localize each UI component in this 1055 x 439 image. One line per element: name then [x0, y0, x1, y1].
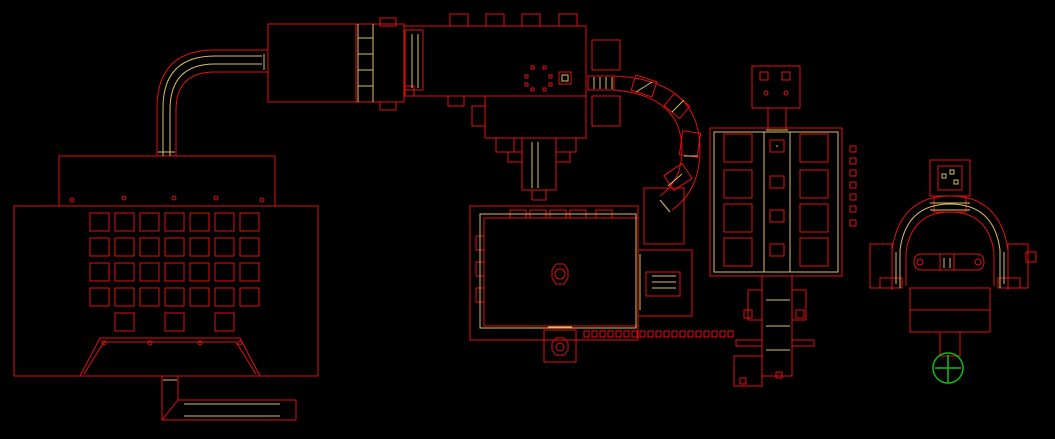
area-east-courtyard [709, 65, 857, 387]
area-entry-rooms [267, 13, 621, 201]
hall-doors [475, 209, 613, 303]
steps-curved-stairs [593, 77, 698, 213]
pillar-ring [524, 65, 553, 92]
courtyard-side-pillars [849, 145, 857, 227]
hall-walkway-ticks [583, 330, 734, 338]
area-exit-arena [869, 159, 1037, 357]
steps-central-hall [479, 213, 676, 329]
area-grid-hall [13, 49, 319, 421]
grid-tiles [89, 212, 260, 332]
area-central-hall [469, 205, 734, 363]
area-curved-stairs [587, 74, 702, 245]
steps-grid-hall [158, 54, 280, 417]
steps-entry-rooms [357, 24, 569, 188]
steps-exit-arena [895, 169, 1005, 288]
player-marker [932, 352, 964, 384]
wall-lamps [69, 195, 265, 346]
steps-east-courtyard [713, 129, 839, 351]
